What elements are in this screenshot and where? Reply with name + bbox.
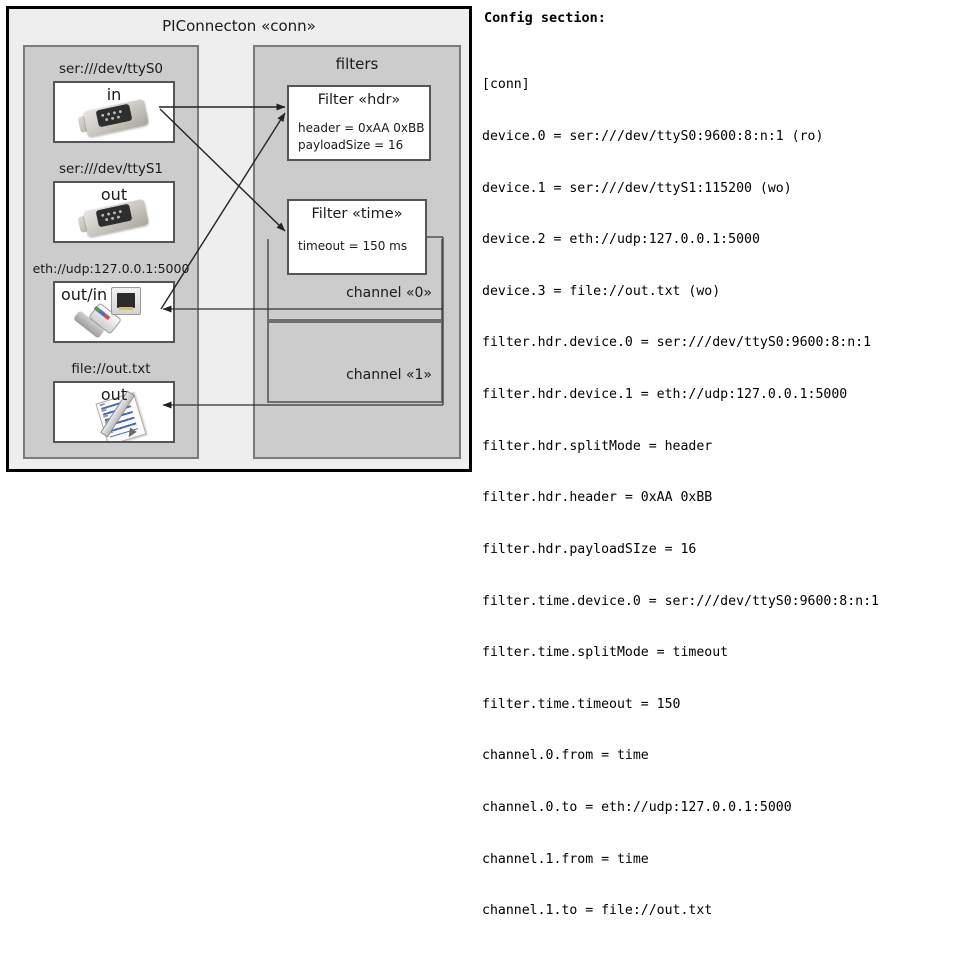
config-panel: Config section: [conn] device.0 = ser://…: [482, 8, 956, 918]
config-line: channel.0.from = time: [482, 748, 649, 764]
config-line: filter.hdr.payloadSIze = 16: [482, 541, 697, 557]
devices-group: ser:///dev/ttyS0 in ser:///dev/ttyS1 out…: [23, 45, 199, 459]
filter-title-time: Filter «time»: [311, 206, 403, 222]
device-label-ttys0: ser:///dev/ttyS0: [59, 61, 163, 77]
config-line: channel.0.to = eth://udp:127.0.0.1:5000: [482, 799, 792, 815]
config-line: device.1 = ser:///dev/ttyS1:115200 (wo): [482, 180, 792, 196]
device-card-ttys1[interactable]: out: [53, 181, 175, 243]
config-line: filter.hdr.device.0 = ser:///dev/ttyS0:9…: [482, 335, 872, 351]
channel-box-1: channel «1»: [267, 321, 443, 403]
channel-label-0: channel «0»: [346, 285, 432, 301]
filter-prop-hdr-payloadsize: payloadSize = 16: [298, 138, 404, 152]
ethernet-icon: [55, 283, 173, 341]
config-line: device.0 = ser:///dev/ttyS0:9600:8:n:1 (…: [482, 129, 824, 145]
config-heading: Config section:: [484, 10, 606, 26]
config-line: filter.hdr.splitMode = header: [482, 438, 713, 454]
config-text-block: [conn] device.0 = ser:///dev/ttyS0:9600:…: [482, 42, 956, 954]
diagram-frame: PIConnecton «conn» ser:///dev/ttyS0 in s…: [6, 6, 472, 472]
device-card-file[interactable]: out: [53, 381, 175, 443]
device-direction-eth: out/in: [61, 285, 108, 304]
device-label-file: file://out.txt: [71, 361, 151, 377]
filter-prop-time-timeout: timeout = 150 ms: [298, 239, 408, 253]
config-line: [conn]: [482, 77, 530, 93]
config-line: filter.time.splitMode = timeout: [482, 645, 729, 661]
channel-box-0: channel «0»: [267, 239, 443, 321]
device-label-ttys1: ser:///dev/ttyS1: [59, 161, 163, 177]
filter-title-hdr: Filter «hdr»: [317, 92, 401, 108]
config-line: channel.1.to = file://out.txt: [482, 903, 713, 919]
config-line: filter.time.timeout = 150: [482, 696, 681, 712]
filters-group-title: filters: [335, 55, 379, 73]
channel-label-1: channel «1»: [346, 367, 432, 383]
filter-prop-hdr-header: header = 0xAA 0xBB: [298, 121, 425, 135]
filter-card-time[interactable]: Filter «time» timeout = 150 ms: [287, 199, 427, 275]
device-label-eth: eth://udp:127.0.0.1:5000: [32, 261, 190, 276]
filter-card-hdr[interactable]: Filter «hdr» header = 0xAA 0xBB payloadS…: [287, 85, 431, 161]
page-title: PIConnecton «conn»: [162, 17, 316, 35]
device-direction-file: out: [100, 385, 128, 404]
device-card-ttys0[interactable]: in: [53, 81, 175, 143]
device-direction-ttys1: out: [100, 185, 128, 204]
config-line: channel.1.from = time: [482, 851, 649, 867]
device-direction-ttys0: in: [106, 85, 122, 104]
config-line: device.3 = file://out.txt (wo): [482, 283, 721, 299]
config-line: device.2 = eth://udp:127.0.0.1:5000: [482, 232, 760, 248]
config-line: filter.hdr.device.1 = eth://udp:127.0.0.…: [482, 387, 848, 403]
device-card-eth[interactable]: out/in: [53, 281, 175, 343]
config-line: filter.time.device.0 = ser:///dev/ttyS0:…: [482, 593, 879, 609]
config-line: filter.hdr.header = 0xAA 0xBB: [482, 490, 713, 506]
